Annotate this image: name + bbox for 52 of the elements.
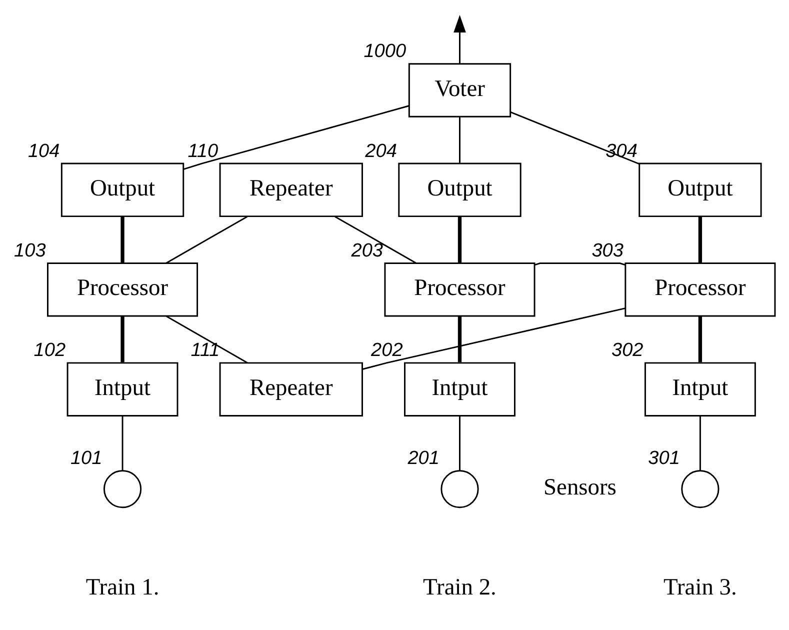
node-label: 110 (188, 140, 218, 162)
node-box: Output (638, 162, 762, 217)
node-label: 101 (70, 447, 102, 468)
connector (120, 216, 124, 262)
node-label: 301 (648, 447, 680, 468)
connector (334, 215, 416, 264)
connector (458, 216, 462, 262)
node-label: 302 (612, 340, 644, 361)
node-label: 111 (190, 340, 220, 361)
node-box: Processor (47, 262, 198, 316)
node-label: 304 (606, 140, 638, 162)
connector (510, 111, 640, 164)
node-label: 201 (408, 447, 440, 468)
node-box: Voter (408, 62, 512, 117)
connector (166, 315, 248, 363)
node-label: 203 (351, 240, 384, 261)
node-box: Repeater (219, 362, 363, 416)
node-box: Intput (404, 362, 516, 416)
label: Train 2. (423, 574, 496, 600)
node-label: 204 (365, 140, 397, 162)
connector (120, 316, 124, 362)
connector (362, 307, 626, 370)
arrow (454, 14, 466, 64)
connector (458, 316, 462, 362)
node-label: 103 (14, 240, 46, 261)
connector (534, 262, 626, 266)
node-box: Output (398, 162, 522, 217)
node-box: Processor (384, 262, 536, 316)
connector (698, 316, 702, 362)
node-box: Output (60, 162, 184, 217)
connector (698, 216, 702, 262)
connector (459, 416, 460, 470)
connector (166, 215, 248, 264)
node-circle (681, 469, 720, 508)
node-label: 1000 (364, 40, 406, 62)
label: Sensors (544, 474, 616, 500)
node-label: 303 (592, 240, 624, 261)
node-circle (440, 469, 479, 508)
label: Train 3. (664, 574, 737, 600)
node-label: 104 (28, 140, 60, 162)
connector (184, 104, 409, 170)
node-box: Intput (66, 362, 178, 416)
label: Train 1. (86, 574, 160, 600)
node-box: Repeater (219, 162, 363, 217)
node-box: Processor (624, 262, 776, 316)
node-label: 102 (34, 340, 66, 361)
node-box: Intput (644, 362, 756, 416)
connector (122, 416, 124, 470)
node-label: 202 (371, 340, 403, 361)
node-circle (103, 469, 142, 508)
connector (699, 416, 701, 470)
connector (459, 116, 460, 162)
